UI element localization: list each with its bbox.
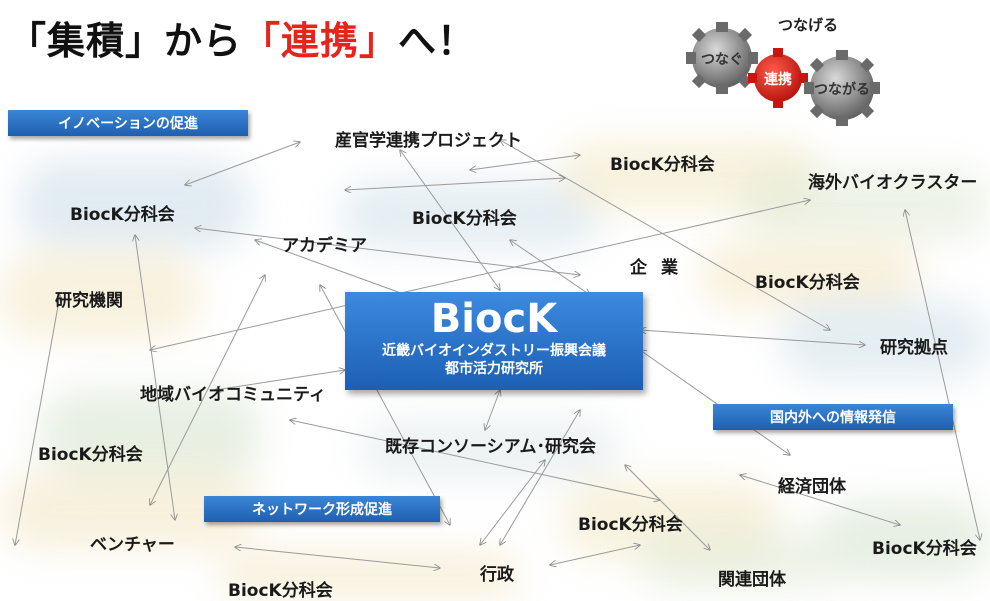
title-part1: 「集積」から: [8, 19, 243, 63]
label-academia: アカデミア: [282, 236, 367, 256]
center-line1: 近畿バイオインダストリー振興会議: [382, 343, 606, 359]
title-part2: 「連携」: [242, 19, 399, 63]
gear-left-label: つなぐ: [701, 52, 743, 68]
label-kenkyu-kyoten: 研究拠点: [880, 338, 948, 358]
label-kigyo: 企業: [630, 258, 692, 278]
label-biock-far-right: BiocK分科会: [872, 539, 977, 559]
label-biock-right: BiocK分科会: [755, 273, 860, 293]
gear-right-icon: [804, 50, 880, 126]
tag-innovation: イノベーションの促進: [8, 110, 248, 136]
gears-icon: つなぐ つなげる 連携 つながる: [686, 16, 880, 126]
label-chiiki: 地域バイオコミュニティ: [140, 385, 326, 405]
label-kanren: 関連団体: [718, 570, 786, 590]
gear-left-icon: [686, 22, 758, 94]
label-biock-lower-mid: BiocK分科会: [578, 515, 683, 535]
gear-center-icon: [748, 48, 808, 108]
label-venture: ベンチャー: [90, 535, 175, 555]
label-biock-lower-left: BiocK分科会: [38, 445, 143, 465]
label-gyosei: 行政: [480, 565, 514, 585]
label-kenkyu-kikan: 研究機関: [55, 291, 123, 311]
label-kison: 既存コンソーシアム･研究会: [385, 437, 596, 457]
gear-center-label: 連携: [764, 71, 792, 88]
title-part3: へ！: [398, 19, 477, 63]
biock-center-box: BiocK 近畿バイオインダストリー振興会議 都市活力研究所: [345, 292, 643, 390]
label-biock-mid: BiocK分科会: [412, 209, 517, 229]
label-biock-top: BiocK分科会: [610, 155, 715, 175]
label-biock-left: BiocK分科会: [70, 205, 175, 225]
gear-top-label: つなげる: [778, 16, 838, 34]
label-overseas: 海外バイオクラスター: [808, 173, 978, 193]
label-sangaku: 産官学連携プロジェクト: [335, 131, 522, 151]
label-biock-bottom: BiocK分科会: [228, 581, 333, 601]
tag-info: 国内外への情報発信: [713, 404, 953, 430]
center-name: BiocK: [430, 296, 558, 342]
label-keizai: 経済団体: [778, 477, 846, 497]
page-title: 「集積」から「連携」へ！: [8, 10, 476, 65]
tag-network: ネットワーク形成促進: [204, 496, 440, 522]
gear-right-label: つながる: [814, 81, 870, 98]
center-line2: 都市活力研究所: [445, 361, 543, 377]
